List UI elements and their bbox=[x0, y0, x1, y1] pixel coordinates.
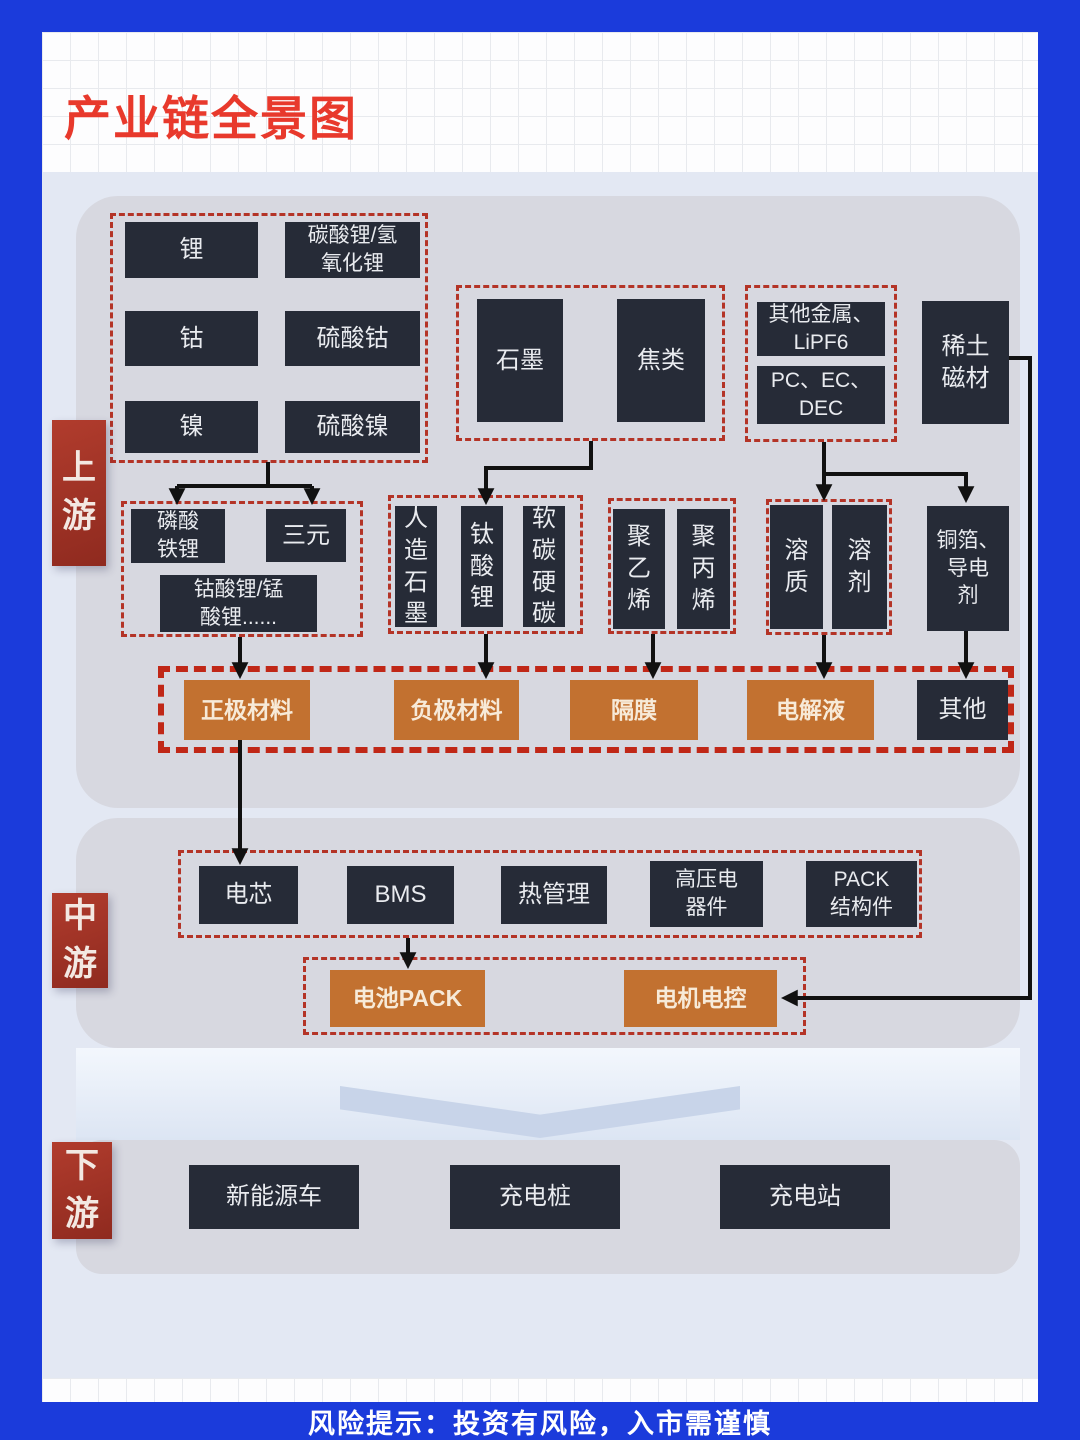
node-lithium: 锂 bbox=[125, 222, 258, 278]
node-lco-lmo: 钴酸锂/锰 酸锂...... bbox=[160, 575, 317, 632]
node-pe: 聚乙烯 bbox=[613, 509, 665, 629]
node-anode-material: 负极材料 bbox=[394, 680, 519, 740]
stage-midstream: 中游 bbox=[52, 893, 108, 988]
node-other-material: 其他 bbox=[917, 680, 1008, 740]
node-hv-parts: 高压电 器件 bbox=[650, 861, 763, 927]
node-solvent: 溶剂 bbox=[832, 505, 887, 629]
node-nev: 新能源车 bbox=[189, 1165, 359, 1229]
node-charging-station: 充电站 bbox=[720, 1165, 890, 1229]
node-ternary: 三元 bbox=[266, 509, 346, 562]
group-carbon-sources bbox=[456, 285, 725, 441]
node-other-metals-lipf6: 其他金属、 LiPF6 bbox=[757, 302, 885, 356]
node-artificial-graphite: 人造石墨 bbox=[395, 505, 437, 627]
node-cathode-material: 正极材料 bbox=[184, 680, 310, 740]
node-cell: 电芯 bbox=[199, 866, 298, 924]
node-battery-pack: 电池PACK bbox=[330, 970, 485, 1027]
stage-downstream: 下游 bbox=[52, 1142, 112, 1239]
node-coke: 焦类 bbox=[617, 299, 705, 422]
header-grid bbox=[42, 32, 1038, 172]
risk-warning-bar: 风险提示：投资有风险，入市需谨慎 bbox=[0, 1402, 1080, 1440]
group-cathode-types bbox=[121, 501, 363, 637]
node-thermal-management: 热管理 bbox=[501, 866, 607, 924]
node-separator: 隔膜 bbox=[570, 680, 698, 740]
node-cobalt-sulfate: 硫酸钴 bbox=[285, 311, 420, 366]
node-pack-parts: PACK 结构件 bbox=[806, 861, 917, 927]
node-solute: 溶质 bbox=[770, 505, 823, 629]
node-pc-ec-dec: PC、EC、 DEC bbox=[757, 366, 885, 424]
group-metal-ores bbox=[110, 213, 428, 463]
group-separator-raw bbox=[608, 498, 736, 634]
node-charging-pile: 充电桩 bbox=[450, 1165, 620, 1229]
node-soft-hard-carbon: 软碳硬碳 bbox=[523, 505, 565, 627]
node-bms: BMS bbox=[347, 866, 454, 924]
node-lithium-salt: 碳酸锂/氢 氧化锂 bbox=[285, 222, 420, 278]
page-title: 产业链全景图 bbox=[64, 92, 358, 145]
node-nickel-sulfate: 硫酸镍 bbox=[285, 401, 420, 453]
node-pp: 聚丙烯 bbox=[677, 509, 730, 629]
node-lithium-titanate: 钛酸锂 bbox=[461, 506, 503, 627]
stage-upstream: 上游 bbox=[52, 420, 106, 566]
risk-warning-text: 风险提示：投资有风险，入市需谨慎 bbox=[308, 1408, 772, 1439]
node-cobalt: 钴 bbox=[125, 311, 258, 366]
node-graphite: 石墨 bbox=[477, 299, 563, 422]
node-copper-foil: 铜箔、 导电 剂 bbox=[927, 506, 1009, 631]
node-rare-earth-magnet: 稀土 磁材 bbox=[922, 301, 1009, 424]
node-electrolyte: 电解液 bbox=[747, 680, 874, 740]
node-lfp: 磷酸 铁锂 bbox=[131, 509, 225, 563]
node-motor-control: 电机电控 bbox=[624, 970, 777, 1027]
footer-grid bbox=[42, 1378, 1038, 1402]
node-nickel: 镍 bbox=[125, 401, 258, 453]
